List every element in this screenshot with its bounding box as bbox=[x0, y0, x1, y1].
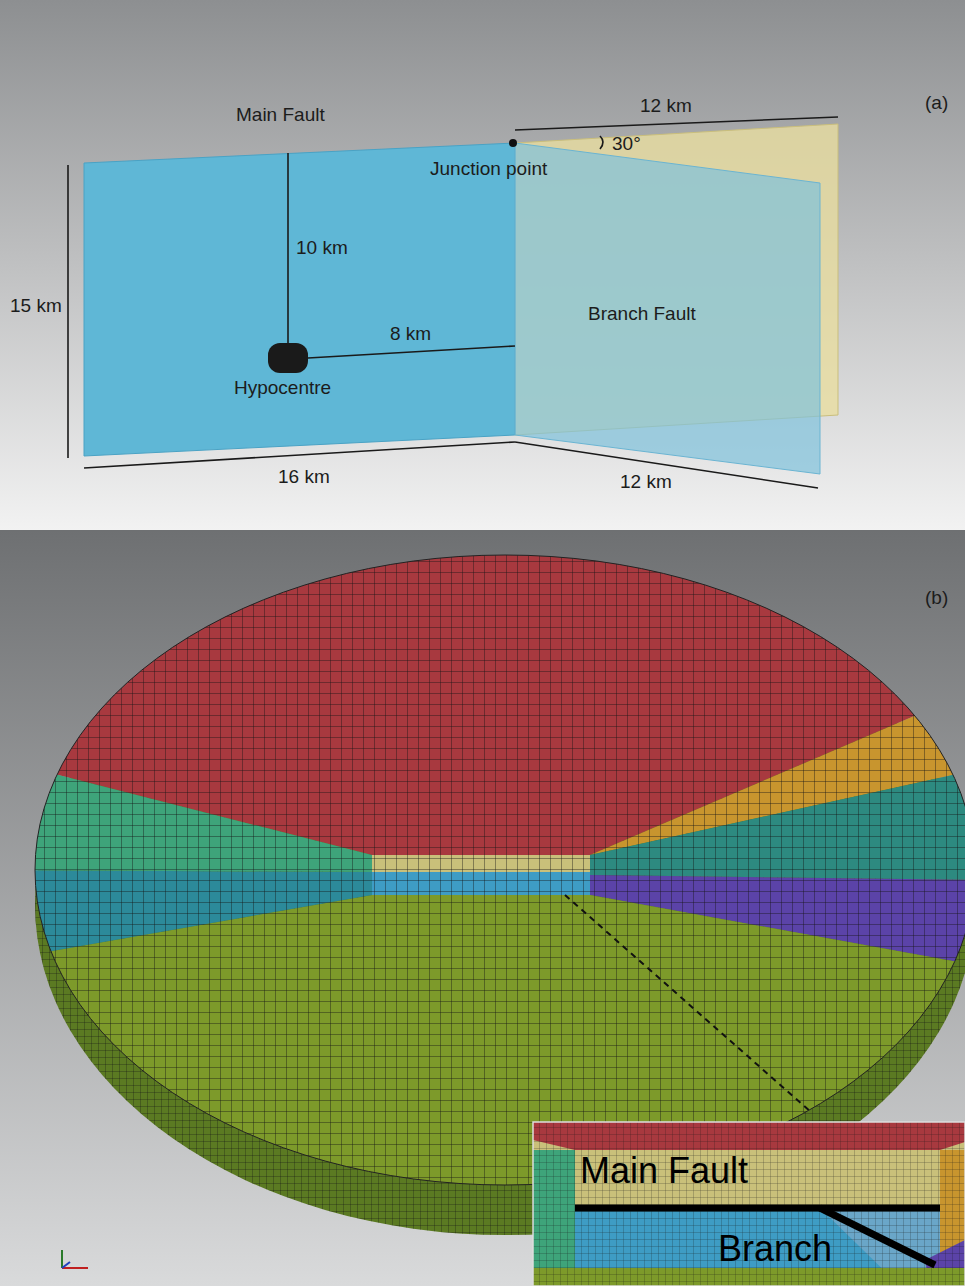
panel-letter: (b) bbox=[925, 587, 948, 609]
point-name: Hypocentre bbox=[234, 377, 331, 399]
fault-name: Main Fault bbox=[580, 1150, 748, 1191]
panel-letter: (a) bbox=[925, 92, 948, 114]
dimension: 10 km bbox=[296, 237, 348, 259]
angle: 30° bbox=[612, 133, 641, 155]
fault-name: Main Fault bbox=[236, 104, 325, 126]
dimension: 12 km bbox=[640, 95, 692, 117]
dimension: 8 km bbox=[390, 323, 431, 345]
fault-name: Branch bbox=[718, 1228, 832, 1269]
dimension: 16 km bbox=[278, 466, 330, 488]
fault-name: Branch Fault bbox=[588, 303, 696, 325]
point-name: Junction point bbox=[430, 158, 547, 180]
dimension: 15 km bbox=[10, 295, 62, 317]
dimension: 12 km bbox=[620, 471, 672, 493]
